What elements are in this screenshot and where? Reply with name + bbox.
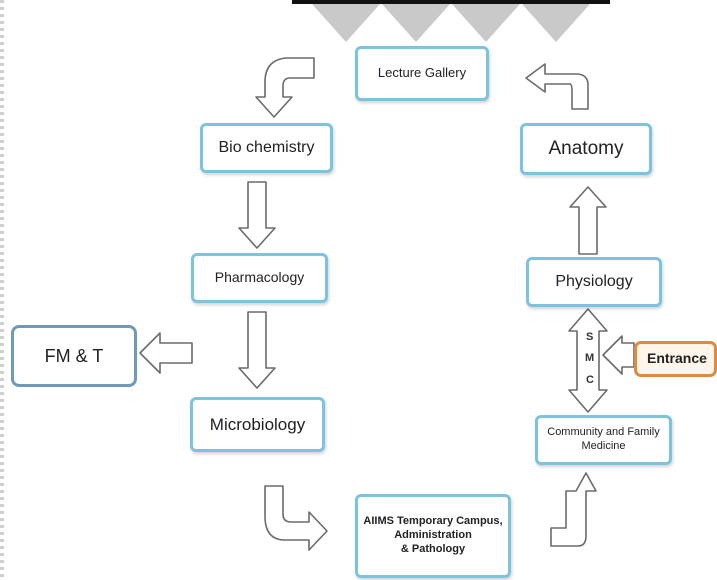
- arrow-lecture-to-biochem: [255, 57, 315, 118]
- arrow-anatomy-to-lecture: [525, 63, 589, 110]
- node-pharmacology-label: Pharmacology: [214, 269, 305, 286]
- node-aiims-line-3: & Pathology: [400, 542, 466, 555]
- node-anatomy: Anatomy: [520, 123, 652, 175]
- node-physiology: Physiology: [526, 257, 662, 307]
- node-fm-t: FM & T: [11, 325, 137, 387]
- node-anatomy-label: Anatomy: [548, 138, 624, 160]
- node-pharmacology: Pharmacology: [191, 253, 328, 303]
- node-microbiology: Microbiology: [190, 397, 325, 452]
- node-aiims-line-1: AIIMS Temporary Campus,: [363, 515, 503, 528]
- node-lecture-gallery-label: Lecture Gallery: [377, 65, 467, 81]
- node-entrance-label: Entrance: [647, 350, 707, 367]
- smc-double-arrow: [568, 308, 608, 413]
- node-community-medicine: Community and Family Medicine: [535, 415, 672, 465]
- node-lecture-gallery: Lecture Gallery: [355, 46, 489, 101]
- arrow-pharm-to-micro: [238, 311, 276, 389]
- node-fm-t-label: FM & T: [44, 345, 104, 366]
- arrow-physio-to-anatomy: [569, 186, 607, 255]
- node-physiology-label: Physiology: [555, 273, 633, 290]
- node-community-line-2: Medicine: [581, 440, 626, 452]
- node-aiims-campus: AIIMS Temporary Campus, Administration &…: [355, 494, 511, 578]
- node-community-line-1: Community and Family: [547, 426, 660, 439]
- arrow-to-fmt: [139, 332, 193, 374]
- node-entrance: Entrance: [634, 341, 717, 377]
- node-bio-chemistry: Bio chemistry: [200, 123, 333, 173]
- arrow-entrance: [602, 335, 635, 375]
- node-microbiology-label: Microbiology: [209, 414, 306, 434]
- node-bio-chemistry-label: Bio chemistry: [218, 139, 315, 156]
- arrow-micro-to-aiims: [264, 485, 328, 551]
- smc-letter-s: S: [586, 331, 594, 343]
- smc-letter-c: C: [586, 374, 594, 386]
- arrow-biochem-to-pharm: [238, 181, 276, 249]
- node-aiims-line-2: Administration: [394, 529, 472, 542]
- smc-letter-m: M: [585, 352, 595, 364]
- arrow-aiims-to-cfm: [550, 472, 597, 547]
- dashed-page-edge: [0, 0, 4, 580]
- title-underline: [292, 0, 610, 4]
